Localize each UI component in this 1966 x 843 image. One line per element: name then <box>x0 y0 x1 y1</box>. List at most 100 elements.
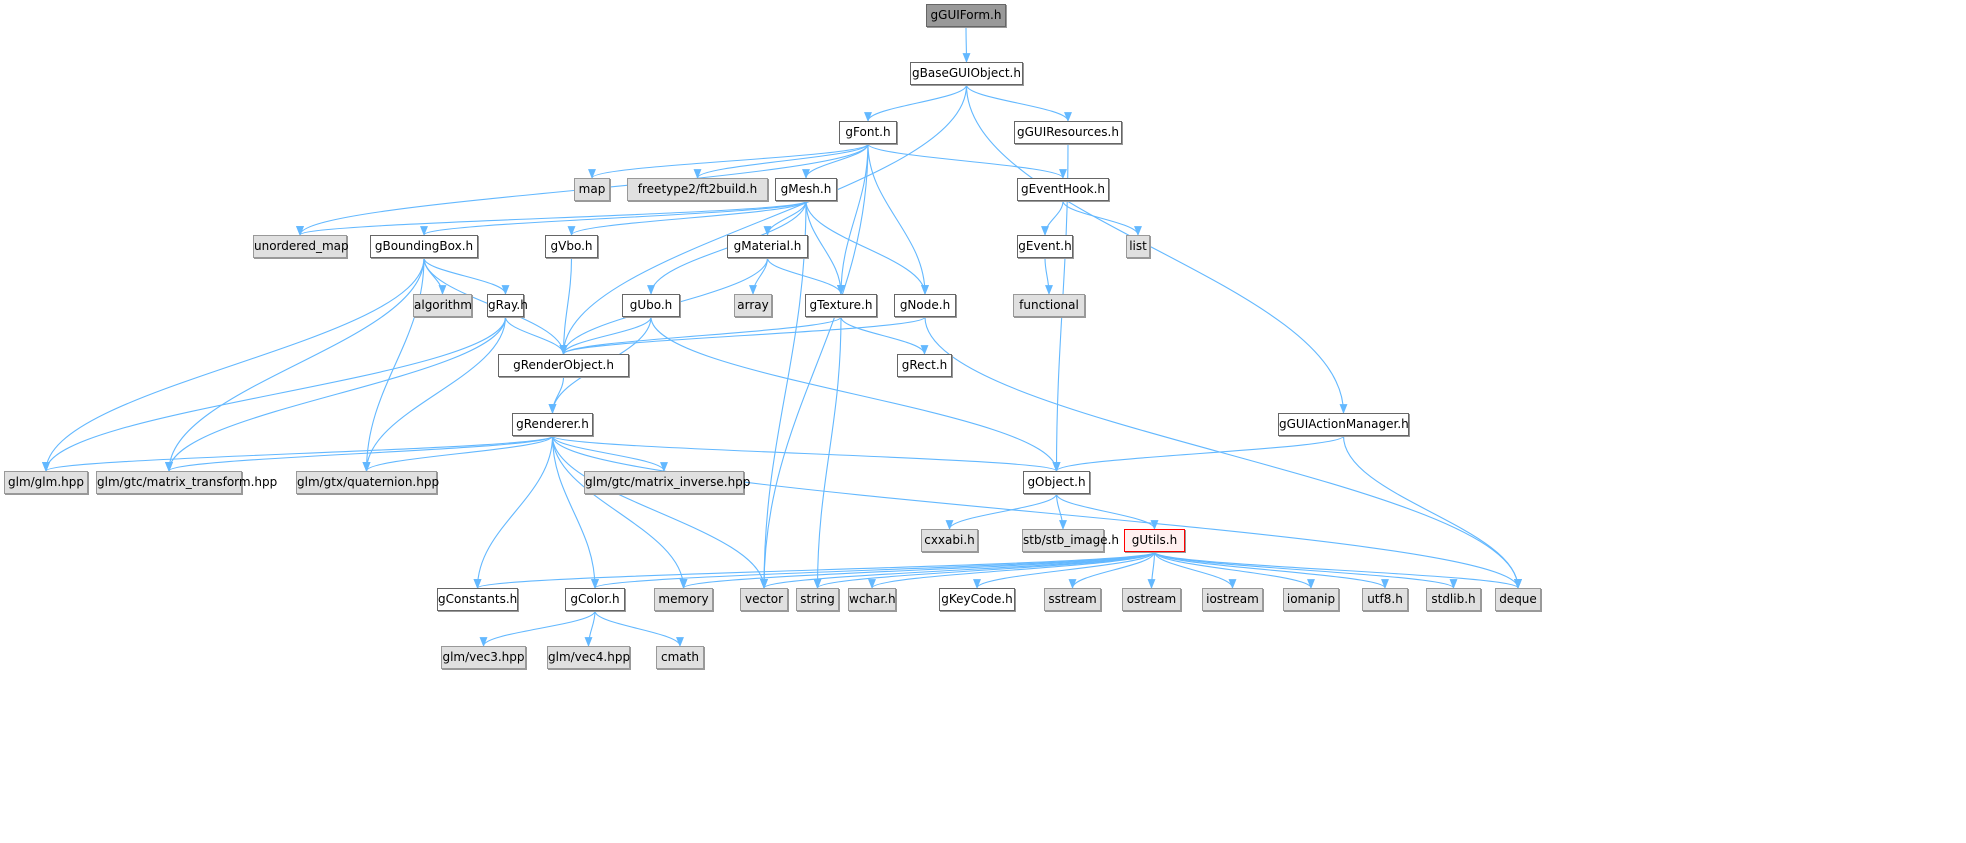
edge-gmesh-h-to-gmaterial-h <box>763 200 807 236</box>
node-gutils-h[interactable]: gUtils.h <box>1124 529 1185 552</box>
edge-gray-h-to-glm-glm-hpp <box>42 316 507 472</box>
edge-gutils-h-to-ostream <box>1147 551 1156 589</box>
edge-gutils-h-to-deque <box>1153 551 1522 589</box>
edge-gboundingbox-h-to-glm-gtc-matrix-transform-hpp <box>165 257 425 472</box>
edge-gray-h-to-grenderobject-h <box>504 316 568 355</box>
edge-gtexture-h-to-grenderobject-h <box>559 316 842 355</box>
node-gbaseguiobject-h[interactable]: gBaseGUIObject.h <box>910 62 1023 85</box>
node-gvbo-h[interactable]: gVbo.h <box>545 235 598 258</box>
edge-gfont-h-to-vector <box>760 143 869 589</box>
node-gcolor-h[interactable]: gColor.h <box>565 588 625 611</box>
node-sstream[interactable]: sstream <box>1044 588 1101 611</box>
node-glm-glm-hpp[interactable]: glm/glm.hpp <box>4 471 88 494</box>
edge-gmesh-h-to-unordered-map <box>296 200 807 236</box>
node-wchar-h[interactable]: wchar.h <box>848 588 896 611</box>
node-functional[interactable]: functional <box>1013 294 1085 317</box>
edge-grenderer-h-to-glm-gtx-quaternion-hpp <box>362 435 554 472</box>
edge-grenderer-h-to-gobject-h <box>551 435 1061 472</box>
node-grenderer-h[interactable]: gRenderer.h <box>512 413 593 436</box>
node-gubo-h[interactable]: gUbo.h <box>622 294 680 317</box>
edge-gfont-h-to-geventhook-h <box>867 143 1067 179</box>
edge-gnode-h-to-grenderobject-h <box>559 316 926 355</box>
edge-grenderer-h-to-gcolor-h <box>551 435 599 589</box>
node-gboundingbox-h[interactable]: gBoundingBox.h <box>370 235 478 258</box>
edge-gtexture-h-to-grect-h <box>840 316 929 355</box>
edge-gmesh-h-to-gtexture-h <box>805 200 845 295</box>
edge-gevent-h-to-functional <box>1044 257 1053 295</box>
node-gguiresources-h[interactable]: gGUIResources.h <box>1014 121 1122 144</box>
edge-gboundingbox-h-to-glm-gtx-quaternion-hpp <box>362 257 425 472</box>
node-stdlib-h[interactable]: stdlib.h <box>1426 588 1481 611</box>
node-grenderobject-h[interactable]: gRenderObject.h <box>498 354 629 377</box>
edge-gbaseguiobject-h-to-gguiactionmanager-h <box>965 84 1348 414</box>
edge-gobject-h-to-gutils-h <box>1055 493 1159 530</box>
node-deque[interactable]: deque <box>1495 588 1541 611</box>
node-iostream[interactable]: iostream <box>1202 588 1263 611</box>
edge-gmaterial-h-to-gtexture-h <box>766 257 845 295</box>
node-stb-stb-image-h[interactable]: stb/stb_image.h <box>1022 529 1119 552</box>
node-gmaterial-h[interactable]: gMaterial.h <box>727 235 808 258</box>
edge-gguiactionmanager-h-to-deque <box>1342 435 1522 589</box>
edge-gboundingbox-h-to-algorithm <box>423 257 447 295</box>
edge-gutils-h-to-gconstants-h <box>473 551 1156 589</box>
node-utf8-h[interactable]: utf8.h <box>1362 588 1408 611</box>
edge-grenderer-h-to-glm-glm-hpp <box>42 435 554 472</box>
edge-gray-h-to-glm-gtc-matrix-transform-hpp <box>165 316 507 472</box>
node-gray-h[interactable]: gRay.h <box>487 294 528 317</box>
node-memory[interactable]: memory <box>654 588 713 611</box>
edge-gmaterial-h-to-array <box>749 257 769 295</box>
node-glm-vec3-hpp[interactable]: glm/vec3.hpp <box>441 646 526 669</box>
node-list[interactable]: list <box>1126 235 1150 258</box>
edge-gutils-h-to-iomanip <box>1153 551 1315 589</box>
edge-gbaseguiobject-h-to-grenderobject-h <box>559 84 968 355</box>
node-array[interactable]: array <box>734 294 772 317</box>
edge-gguiactionmanager-h-to-gobject-h <box>1052 435 1345 472</box>
node-gconstants-h[interactable]: gConstants.h <box>437 588 518 611</box>
node-unordered-map[interactable]: unordered_map <box>253 235 349 258</box>
node-algorithm[interactable]: algorithm <box>413 294 472 317</box>
node-string[interactable]: string <box>796 588 839 611</box>
edge-gfont-h-to-freetype2-ft2build-h <box>693 143 869 179</box>
edge-grenderer-h-to-vector <box>551 435 768 589</box>
edge-grenderer-h-to-gconstants-h <box>473 435 554 589</box>
edge-gmesh-h-to-gnode-h <box>805 200 929 295</box>
edge-gutils-h-to-iostream <box>1153 551 1237 589</box>
edge-geventhook-h-to-list <box>1062 200 1142 236</box>
edge-gutils-h-to-memory <box>679 551 1156 589</box>
edge-grenderer-h-to-glm-gtc-matrix-transform-hpp <box>165 435 554 472</box>
node-gguiform-h[interactable]: gGUIForm.h <box>926 4 1006 27</box>
node-freetype2-ft2build-h[interactable]: freetype2/ft2build.h <box>627 178 768 201</box>
edge-gmesh-h-to-vector <box>760 200 807 589</box>
node-grect-h[interactable]: gRect.h <box>897 354 952 377</box>
edge-gcolor-h-to-glm-vec4-hpp <box>584 610 596 647</box>
edge-gutils-h-to-gcolor-h <box>591 551 1156 589</box>
node-iomanip[interactable]: iomanip <box>1283 588 1339 611</box>
node-vector[interactable]: vector <box>740 588 788 611</box>
edge-gutils-h-to-wchar-h <box>868 551 1156 589</box>
node-ostream[interactable]: ostream <box>1122 588 1181 611</box>
edge-gmesh-h-to-gboundingbox-h <box>420 200 807 236</box>
node-gtexture-h[interactable]: gTexture.h <box>805 294 877 317</box>
node-gnode-h[interactable]: gNode.h <box>894 294 956 317</box>
node-gmesh-h[interactable]: gMesh.h <box>775 178 837 201</box>
node-map[interactable]: map <box>574 178 610 201</box>
node-glm-gtx-quaternion-hpp[interactable]: glm/gtx/quaternion.hpp <box>296 471 439 494</box>
node-gevent-h[interactable]: gEvent.h <box>1017 235 1073 258</box>
node-gguiactionmanager-h[interactable]: gGUIActionManager.h <box>1278 413 1409 436</box>
edge-gcolor-h-to-cmath <box>594 610 684 647</box>
node-glm-vec4-hpp[interactable]: glm/vec4.hpp <box>547 646 630 669</box>
node-glm-gtc-matrix-inverse-hpp[interactable]: glm/gtc/matrix_inverse.hpp <box>584 471 750 494</box>
node-glm-gtc-matrix-transform-hpp[interactable]: glm/gtc/matrix_transform.hpp <box>96 471 277 494</box>
node-cmath[interactable]: cmath <box>656 646 704 669</box>
node-gfont-h[interactable]: gFont.h <box>839 121 897 144</box>
edge-gguiform-h-to-gbaseguiobject-h <box>962 26 971 63</box>
node-cxxabi-h[interactable]: cxxabi.h <box>921 529 978 552</box>
edge-gfont-h-to-gtexture-h <box>837 143 869 295</box>
node-gobject-h[interactable]: gObject.h <box>1023 471 1090 494</box>
node-gkeycode-h[interactable]: gKeyCode.h <box>939 588 1015 611</box>
edge-gnode-h-to-deque <box>924 316 1522 589</box>
edge-gobject-h-to-cxxabi-h <box>945 493 1058 530</box>
edge-gobject-h-to-stb-stb-image-h <box>1055 493 1067 530</box>
node-geventhook-h[interactable]: gEventHook.h <box>1017 178 1109 201</box>
